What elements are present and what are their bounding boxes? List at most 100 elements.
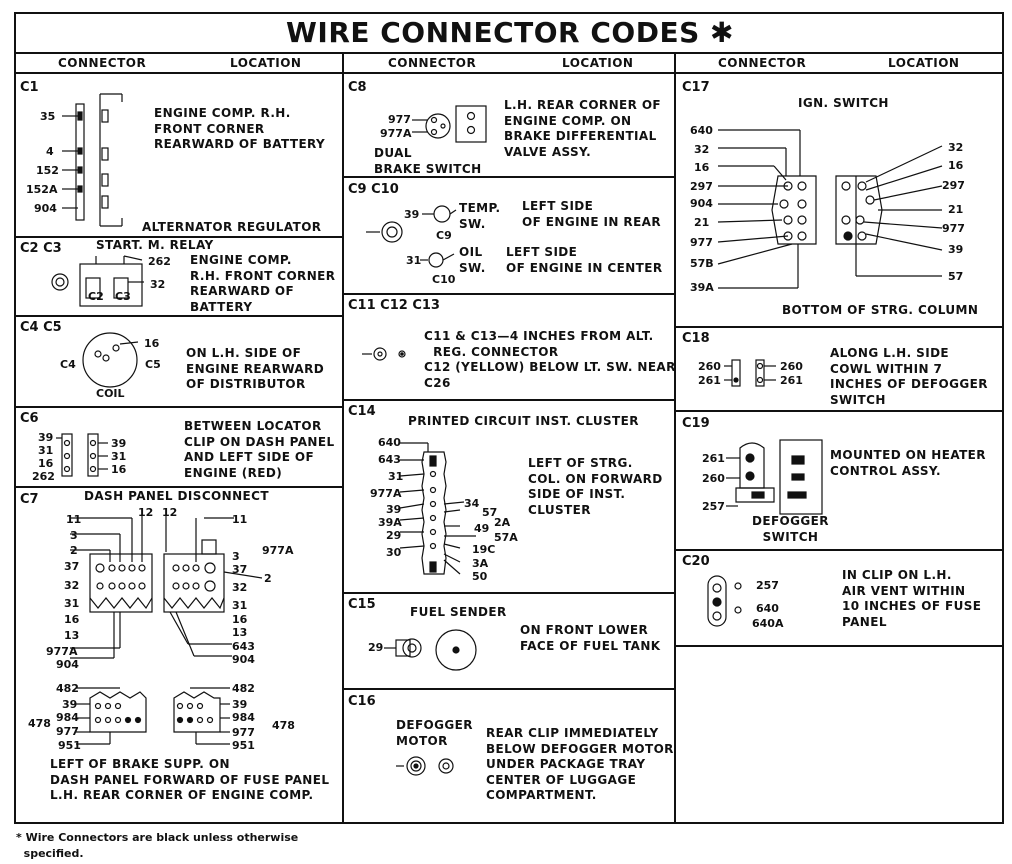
c19-divider xyxy=(674,549,1004,551)
c18-divider xyxy=(674,410,1004,412)
c14-right-2a: 2A xyxy=(494,516,511,529)
c17-r-39: 39 xyxy=(948,243,964,256)
c9-location: LEFT SIDE OF ENGINE IN REAR xyxy=(522,199,661,229)
c16-caption: DEFOGGER MOTOR xyxy=(396,718,473,748)
c14-left-39a: 39A xyxy=(378,516,402,529)
c14-caption: PRINTED CIRCUIT INST. CLUSTER xyxy=(408,414,639,428)
c17-r-16: 16 xyxy=(948,159,964,172)
c8-caption: DUAL BRAKE SWITCH xyxy=(374,146,482,176)
c6-right-wire-39: 39 xyxy=(111,437,127,450)
c2c3-divider xyxy=(14,315,343,317)
c7-right-wire-3: 3 xyxy=(232,550,240,563)
c2c3-code: C2 C3 xyxy=(20,241,62,256)
c7-ll-wire-39: 39 xyxy=(62,698,78,711)
col3-connector-header: CONNECTOR xyxy=(718,56,807,70)
c6-right-wire-16: 16 xyxy=(111,463,127,476)
c1-regulator-connector-drawing xyxy=(62,93,123,227)
c6-left-wire-16: 16 xyxy=(38,457,54,470)
c8-code: C8 xyxy=(348,80,367,95)
c17-caption: IGN. SWITCH xyxy=(798,96,889,110)
c7-right-wire-2: 2 xyxy=(264,572,272,585)
c7-ll-wire-478: 478 xyxy=(28,717,51,730)
c1-wire-904: 904 xyxy=(34,202,57,215)
c1-wire-152a: 152A xyxy=(26,183,58,196)
c19-code: C19 xyxy=(682,416,710,431)
c7-left-wire-11: 11 xyxy=(66,513,82,526)
c19-caption: DEFOGGER SWITCH xyxy=(752,514,829,544)
c15-wire-29: 29 xyxy=(368,641,384,654)
c4c5-coil-drawing xyxy=(82,332,139,388)
c2c3-wire-262: 262 xyxy=(148,255,171,268)
c14-cluster-connector-drawing xyxy=(399,442,476,575)
c14-left-31: 31 xyxy=(388,470,404,483)
col3-location-header: LOCATION xyxy=(888,56,960,70)
c7-right-wire-11: 11 xyxy=(232,513,248,526)
c14-code: C14 xyxy=(348,404,376,419)
c17-l-297: 297 xyxy=(690,180,713,193)
c17-r-57: 57 xyxy=(948,270,964,283)
c17-l-904: 904 xyxy=(690,197,713,210)
c6-left-wire-262: 262 xyxy=(32,470,55,483)
c6-location: BETWEEN LOCATOR CLIP ON DASH PANEL AND L… xyxy=(184,419,335,480)
c18-location: ALONG L.H. SIDE COWL WITHIN 7 INCHES OF … xyxy=(830,346,988,407)
c8-brake-switch-drawing xyxy=(412,105,487,143)
c8-wire-977a: 977A xyxy=(380,127,412,140)
c9c10-switch-drawing xyxy=(366,205,457,268)
c1-wire-35: 35 xyxy=(40,110,56,123)
c17-l-640: 640 xyxy=(690,124,713,137)
c17-code: C17 xyxy=(682,80,710,95)
c15-fuel-sender-drawing xyxy=(384,629,477,671)
c17-l-21: 21 xyxy=(694,216,710,229)
c7-right-wire-643: 643 xyxy=(232,640,255,653)
c11-connector-drawing xyxy=(362,347,406,361)
c2c3-location: ENGINE COMP. R.H. FRONT CORNER REARWARD … xyxy=(190,253,336,314)
col1-connector-header: CONNECTOR xyxy=(58,56,147,70)
c4c5-wire-16: 16 xyxy=(144,337,160,350)
c7-caption: DASH PANEL DISCONNECT xyxy=(84,489,269,503)
c1-wire-4: 4 xyxy=(46,145,54,158)
c14-left-977a: 977A xyxy=(370,487,402,500)
c4c5-code: C4 C5 xyxy=(20,320,62,335)
c19-wire-261: 261 xyxy=(702,452,725,465)
c4c5-divider xyxy=(14,406,343,408)
c7-left-wire-32: 32 xyxy=(64,579,80,592)
c7-code: C7 xyxy=(20,492,39,507)
c17-l-32: 32 xyxy=(694,143,710,156)
c7-left-wire-31: 31 xyxy=(64,597,80,610)
c7-right-wire-37: 37 xyxy=(232,563,248,576)
c7-lr-wire-39: 39 xyxy=(232,698,248,711)
c7-right-wire-977a: 977A xyxy=(262,544,294,557)
c16-code: C16 xyxy=(348,694,376,709)
column-divider-1 xyxy=(342,52,344,824)
c7-left-wire-16: 16 xyxy=(64,613,80,626)
c18-left-261: 261 xyxy=(698,374,721,387)
c1-wire-152: 152 xyxy=(36,164,59,177)
c11-location: C11 & C13—4 INCHES FROM ALT. REG. CONNEC… xyxy=(424,329,676,390)
c9c10-code: C9 C10 xyxy=(348,182,399,197)
c14-right-19c: 19C xyxy=(472,543,496,556)
c15-location: ON FRONT LOWER FACE OF FUEL TANK xyxy=(520,623,661,653)
c2c3-relay-drawing xyxy=(51,255,144,307)
c9c10-divider xyxy=(342,293,675,295)
c14-right-57a: 57A xyxy=(494,531,518,544)
c2c3-caption: START. M. RELAY xyxy=(96,238,214,252)
c18-code: C18 xyxy=(682,331,710,346)
c7-location: LEFT OF BRAKE SUPP. ON DASH PANEL FORWAR… xyxy=(50,757,330,802)
page-title: WIRE CONNECTOR CODES ✱ xyxy=(286,16,734,49)
c17-l-57b: 57B xyxy=(690,257,714,270)
c17-ign-switch-drawing xyxy=(717,129,943,289)
c17-r-21: 21 xyxy=(948,203,964,216)
c7-ll-wire-977: 977 xyxy=(56,725,79,738)
c8-wire-977: 977 xyxy=(388,113,411,126)
c6-right-wire-31: 31 xyxy=(111,450,127,463)
c7-lr-wire-951: 951 xyxy=(232,739,255,752)
c14-divider xyxy=(342,592,675,594)
c20-divider xyxy=(674,645,1004,647)
c7-left-wire-3: 3 xyxy=(70,529,78,542)
c7-lr-wire-984: 984 xyxy=(232,711,255,724)
c3-label: C3 xyxy=(115,290,131,303)
c19-wire-260: 260 xyxy=(702,472,725,485)
c14-left-39: 39 xyxy=(386,503,402,516)
col2-connector-header: CONNECTOR xyxy=(388,56,477,70)
c14-right-57: 57 xyxy=(482,506,498,519)
